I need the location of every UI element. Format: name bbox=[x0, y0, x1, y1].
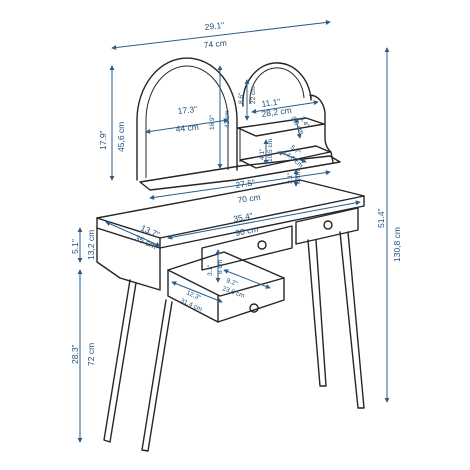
shelf-width-cm: 28,2 cm bbox=[261, 105, 292, 119]
shelf-bottom-in: 3.1" bbox=[287, 172, 294, 184]
shelf-unit-top bbox=[237, 117, 325, 137]
drawer-center-knob bbox=[257, 240, 267, 250]
shelf-gap-mid-cm: 10,5 cm bbox=[267, 139, 274, 162]
drawer-inner-in: 9.2" bbox=[225, 277, 239, 288]
shelf-gap-mid-in: 4.1" bbox=[259, 148, 266, 160]
top-width-in: 35.4" bbox=[232, 210, 253, 224]
drawer-inner-cm: 23,6 cm bbox=[221, 285, 245, 299]
upper-shelf-width-cm: 70 cm bbox=[237, 192, 261, 205]
dimension-lines bbox=[77, 20, 390, 443]
leg-front-right bbox=[339, 231, 365, 409]
drawer-depth-in: 3.1" bbox=[207, 264, 214, 276]
drawer-depth-cm: 8 cm bbox=[217, 260, 224, 274]
small-mirror-glass bbox=[249, 67, 305, 105]
drawer-right-knob bbox=[323, 220, 333, 230]
mirror-inner-height-in: 16.9" bbox=[209, 114, 216, 130]
mirror-width-cm: 44 cm bbox=[175, 122, 199, 134]
apron-height-in: 5.1" bbox=[70, 239, 80, 254]
large-mirror-glass bbox=[145, 65, 229, 178]
small-mirror-height-cm: 22 cm bbox=[250, 86, 257, 104]
apron-height-cm: 13,2 cm bbox=[86, 230, 96, 260]
leg-height-cm: 72 cm bbox=[86, 343, 96, 366]
leg-front-mid bbox=[141, 299, 173, 452]
shelf-unit-side bbox=[309, 94, 334, 163]
shelf-width-in: 11.1" bbox=[261, 96, 281, 109]
mirror-width-in: 17.3" bbox=[177, 104, 198, 116]
mirror-height-in: 17.9" bbox=[98, 130, 108, 150]
small-mirror-height-in: 8.6" bbox=[238, 92, 245, 104]
leg-height-in: 28.3" bbox=[70, 344, 80, 364]
large-mirror-frame bbox=[136, 57, 238, 181]
leg-front-left bbox=[103, 279, 137, 443]
total-height-cm: 130,8 cm bbox=[392, 227, 402, 262]
shelf-bottom-cm: 8 cm bbox=[295, 170, 302, 184]
leg-back-right bbox=[307, 239, 327, 387]
open-drawer-knob bbox=[249, 303, 259, 313]
mirror-inner-height-cm: 43 cm bbox=[224, 110, 231, 128]
dimension-labels: 29.1" 74 cm 17.9" 45,6 cm 51.4" 130,8 cm… bbox=[70, 20, 402, 366]
top-width-cm: 90 cm bbox=[234, 224, 259, 238]
total-width-in: 29.1" bbox=[204, 20, 225, 32]
total-width-cm: 74 cm bbox=[203, 38, 227, 50]
upper-shelf-width-in: 27.5" bbox=[235, 177, 256, 190]
total-height-in: 51.4" bbox=[376, 208, 386, 228]
mirror-height-cm: 45,6 cm bbox=[116, 122, 126, 152]
